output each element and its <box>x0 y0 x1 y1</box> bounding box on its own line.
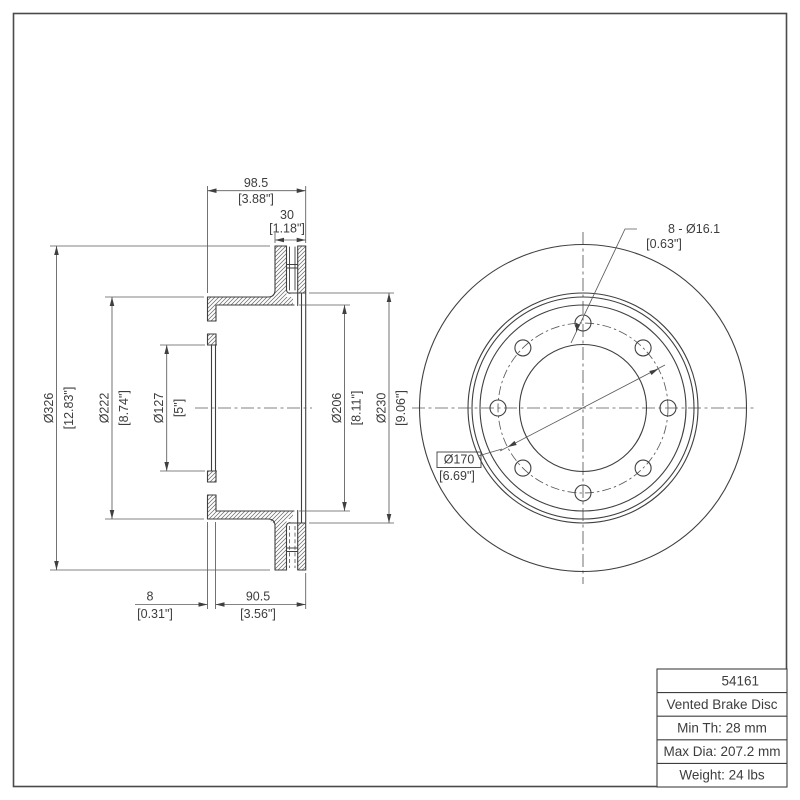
title-weight: Weight: 24 lbs <box>679 768 765 783</box>
callout-bolt-circle-in: [6.69"] <box>439 469 475 483</box>
bolt-circle-label-box <box>436 451 482 468</box>
dim-rotor-thickness-mm: 30 <box>280 208 294 222</box>
title-block: 54161 Vented Brake Disc Min Th: 28 mm Ma… <box>656 668 788 788</box>
callout-bolt-holes-mm: 8 - Ø16.1 <box>668 222 720 236</box>
hat-step-circle <box>467 292 699 524</box>
flange-circle <box>471 296 695 520</box>
dim-rotor-thickness-in: [1.18"] <box>269 222 305 236</box>
title-min-thickness: Min Th: 28 mm <box>677 721 767 736</box>
dim-hat-inner-in: [8.11"] <box>350 391 364 426</box>
title-max-diameter: Max Dia: 207.2 mm <box>663 744 780 759</box>
dim-hat-inner-mm: Ø206 <box>330 393 344 424</box>
vent-hidden-lines <box>289 526 296 568</box>
dimension-lines <box>50 186 666 609</box>
dimension-texts: 98.5 [3.88"] 30 [1.18"] Ø326 [12.83"] Ø2… <box>42 176 720 621</box>
callout-bolt-circle-mm: Ø170 <box>444 453 475 467</box>
hatch-regions <box>207 246 306 570</box>
disc-circles <box>418 243 748 573</box>
dim-hat-depth-in: [3.56"] <box>240 607 276 621</box>
bolt-circle <box>497 322 669 494</box>
dim-wall-thickness-mm: 8 <box>147 590 154 604</box>
dim-flange-diameter-in: [8.74"] <box>117 390 131 426</box>
title-part-number: 54161 <box>721 674 759 689</box>
title-product-name: Vented Brake Disc <box>666 697 777 712</box>
front-view <box>412 232 754 584</box>
dim-hat-depth-mm: 90.5 <box>246 590 270 604</box>
section-view <box>195 245 312 571</box>
callout-bolt-holes-in: [0.63"] <box>646 237 682 251</box>
outer-diameter-circle <box>418 243 748 573</box>
dim-outer-diameter-mm: Ø326 <box>42 393 56 424</box>
dim-overall-width-mm: 98.5 <box>244 176 268 190</box>
center-bore-circle <box>518 343 648 473</box>
dim-center-bore-mm: Ø127 <box>152 393 166 424</box>
dim-hat-step-in: [9.06"] <box>394 390 408 426</box>
dim-hat-step-mm: Ø230 <box>375 393 389 424</box>
dim-center-bore-in: [5"] <box>172 399 186 417</box>
hat-inner-circle <box>479 304 687 512</box>
dim-flange-diameter-mm: Ø222 <box>98 393 112 424</box>
dim-overall-width-in: [3.88"] <box>238 192 274 206</box>
dim-wall-thickness-in: [0.31"] <box>137 607 173 621</box>
bolt-holes <box>489 314 677 502</box>
sheet-border <box>12 12 788 788</box>
dimension-arrows <box>54 188 659 607</box>
dim-outer-diameter-in: [12.83"] <box>62 387 76 430</box>
